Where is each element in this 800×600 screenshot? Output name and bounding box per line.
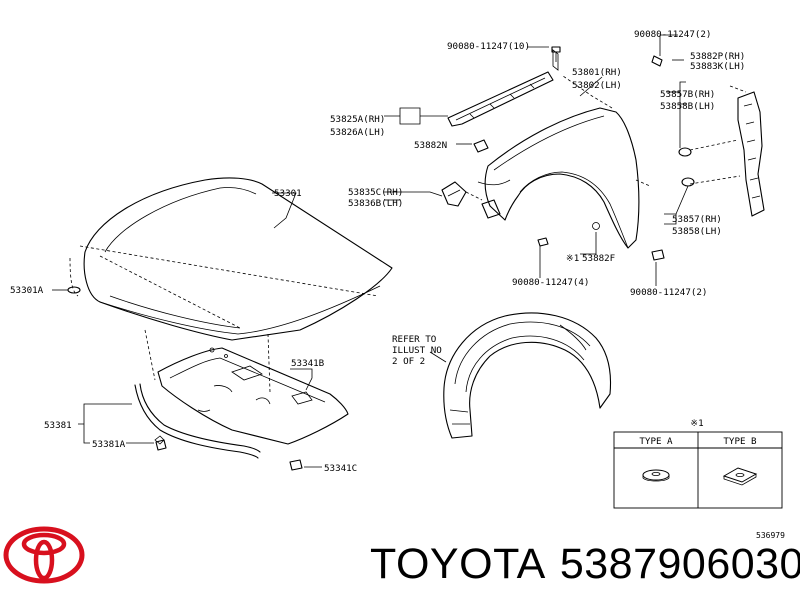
label-refer-1: REFER TO [392,334,436,345]
part-number: 5387906030 [559,540,800,588]
table-type-b: TYPE B [723,436,757,447]
label-seal: 53381 [44,420,72,431]
hood-panel [67,177,393,393]
hood-seal [134,383,261,459]
label-seal-lh-b: 53858B(LH) [660,101,715,112]
label-clip-c: 53341C [324,463,357,474]
clip-53882N-icon [473,139,489,153]
bolt-mid-icon [537,237,549,247]
label-bolt-bottom-right: 90080-11247(2) [630,287,707,298]
label-insulator: 53341B [291,358,325,369]
clip-53857-icon [681,177,695,187]
label-seal-lh-c: 53858(LH) [672,226,722,237]
label-bracket-rh: 53835C(RH) [348,187,403,198]
washer-type-a-icon [642,469,670,482]
diagram-code: 536979 [756,531,785,540]
bolt-top-icon [551,46,561,62]
fender-seal [689,85,765,217]
fender-bracket [441,181,483,207]
bolt-bottom-right-icon [651,249,665,261]
label-fender-lh: 53802(LH) [572,80,622,91]
clip-53857B-icon [678,147,692,157]
washer-type-table: ※1 TYPE A TYPE B [613,418,783,509]
part-labels: 90080-11247(10) 90080-11247(2) 53882P(RH… [10,29,785,540]
clip-53381A-icon [155,439,167,451]
label-bracket-lh: 53836B(LH) [348,198,403,209]
label-clip: 53882N [414,140,447,151]
brand-caption: TOYOTA 5387906030 [370,540,800,589]
fender-liner [429,312,612,439]
label-seal-rh-b: 53857B(RH) [660,89,715,100]
front-fender [477,75,651,249]
label-fender-rh: 53801(RH) [572,67,622,78]
label-seal-rh-c: 53857(RH) [672,214,722,225]
label-washer-note: ※1 [566,253,579,264]
label-bolt-top: 90080-11247(10) [447,41,530,52]
leader-lines [52,34,689,468]
label-seal-lh-a: 53883K(LH) [690,61,745,72]
hood-insulator [157,347,349,445]
label-hood-cushion: 53301A [10,285,44,296]
toyota-logo-icon [3,526,85,584]
brand-name: TOYOTA [370,540,546,588]
bolt-top-right-icon [651,55,663,67]
label-cowl-rh: 53825A(RH) [330,114,385,125]
label-refer-2: ILLUST NO [392,345,442,356]
washer-type-b-icon [722,467,758,486]
label-bolt-mid: 90080-11247(4) [512,277,589,288]
table-note: ※1 [690,418,703,429]
label-hood: 53301 [274,188,302,199]
label-seal-a: 53381A [92,439,126,450]
fasteners [155,46,695,471]
label-bolt-top-right: 90080-11247(2) [634,29,711,40]
label-cowl-lh: 53826A(LH) [330,127,385,138]
table-type-a: TYPE A [639,436,673,447]
label-washer: 53882F [582,253,615,264]
cowl-side-seal [447,49,559,127]
label-refer-3: 2 OF 2 [392,356,425,367]
clip-53341C-icon [289,459,303,471]
label-seal-rh-a: 53882P(RH) [690,51,745,62]
